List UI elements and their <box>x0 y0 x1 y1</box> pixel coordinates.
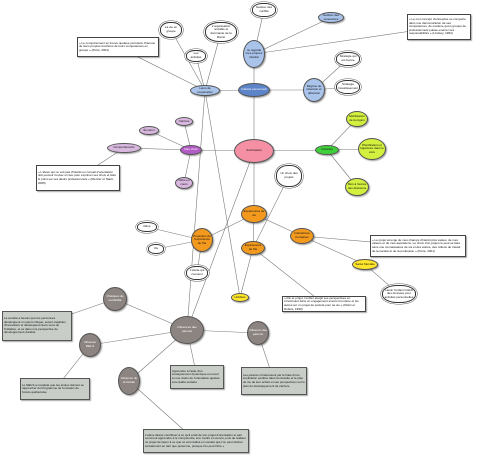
connector-line <box>186 90 206 331</box>
node-gray-tl[interactable]: Pratiques de sociabilité <box>103 287 127 311</box>
connector-line <box>252 175 290 249</box>
node-purple-l[interactable]: Mes choix <box>180 145 202 155</box>
center-node[interactable]: Anti-fraterie <box>234 139 274 163</box>
node-green[interactable]: Inclusion <box>315 145 339 155</box>
quote-box-3: « L'élève qui ne voit pas d'intérêt en c… <box>36 165 120 191</box>
gray-box-3: Apprendre à l'aide d'un enseignement dyn… <box>170 365 224 389</box>
cloud-org[interactable]: L'organisation rentable et dominante de … <box>205 22 237 42</box>
node-purple-s1[interactable]: Carrière <box>175 117 193 126</box>
quote-box-2: « Le mot concept d'entreprise se comport… <box>407 14 471 40</box>
node-gray-b[interactable]: Influence de la famille <box>118 367 140 395</box>
cloud-bot-r[interactable]: Lavoir l'enfant Intérêt des données pour… <box>382 285 416 303</box>
node-gray-r[interactable]: Influence des patrons <box>247 321 269 345</box>
node-orange-r[interactable]: Interactions humaines <box>290 228 314 244</box>
cloud-left1[interactable]: Rêve <box>137 222 157 232</box>
node-gray-l[interactable]: Influence MELS <box>79 333 101 357</box>
cloud-top[interactable]: Gestion des conflits <box>252 3 276 17</box>
node-yellow-c[interactable]: Hobbies <box>231 293 249 302</box>
spacer <box>327 12 329 14</box>
cloud-r2[interactable]: Stratégie Investissement <box>336 80 360 94</box>
node-yellow-r[interactable]: Santé Mentale <box>352 259 378 270</box>
cloud-mid[interactable]: Un choix des projets <box>276 165 302 187</box>
connector-line <box>253 17 332 55</box>
node-blue-left[interactable]: Liens de coopération <box>190 85 220 96</box>
node-lime-3[interactable]: Mon à l'accès des décisions <box>345 178 369 196</box>
node-orange-c[interactable]: Expériences de vie <box>241 205 267 223</box>
node-blue-right[interactable]: Régime de rétention et détention <box>303 78 325 102</box>
quote-box-1: « Le comportement se trouve quelque part… <box>77 37 159 57</box>
connector-line <box>204 90 241 298</box>
node-gray-c[interactable]: Influences des parents <box>170 316 204 344</box>
node-blue-c1[interactable]: Gestion des ressources <box>318 12 344 23</box>
cloud-left2[interactable]: Vie <box>148 244 164 254</box>
node-blue-ego[interactable]: Je regarde mes propres intérêts <box>243 40 265 68</box>
connector-line <box>186 150 255 331</box>
node-blue-top[interactable]: Intérêts personnels <box>238 83 270 97</box>
gray-box-1: La société a besoin que les personnes dé… <box>2 311 72 341</box>
quote-box-5: « Par le projet, l'enfant élargit ses pe… <box>282 296 366 312</box>
center-node-label: Anti-fraterie <box>246 148 262 153</box>
connector-line <box>252 247 325 305</box>
node-purple-s2[interactable]: Émotion <box>139 126 159 135</box>
gray-box-5: L'élève désire contribuer à ce qu'il a f… <box>143 429 249 453</box>
node-lime-1[interactable]: Mobilisation de la région <box>346 111 368 127</box>
quote-box-4: « Le projet émerge de mes champs d'intér… <box>370 235 466 257</box>
node-purple-s3[interactable]: Défis en cours <box>175 177 193 189</box>
node-orange-m[interactable]: Expériences de l'île <box>241 241 265 255</box>
node-lime-2[interactable]: Planification et trajectoire dans le véc… <box>358 138 386 160</box>
cloud-l1[interactable]: La vie en groupe <box>160 22 182 38</box>
node-orange-l[interactable]: Projection de l'expérience de l'île <box>191 228 213 252</box>
node-purple-big[interactable]: Comportements <box>107 143 141 153</box>
gray-box-4: Les parents s'intéressent par le biais d… <box>241 367 307 395</box>
cloud-r1[interactable]: Stratégie qui est bonne <box>336 52 360 66</box>
cloud-left3[interactable]: L'étude qui convient <box>186 266 208 280</box>
gray-box-2: Le MELS a mandaté que les écoles doivent… <box>20 378 90 400</box>
connector-line <box>239 247 254 298</box>
cloud-l2[interactable]: Les activités <box>186 50 206 62</box>
